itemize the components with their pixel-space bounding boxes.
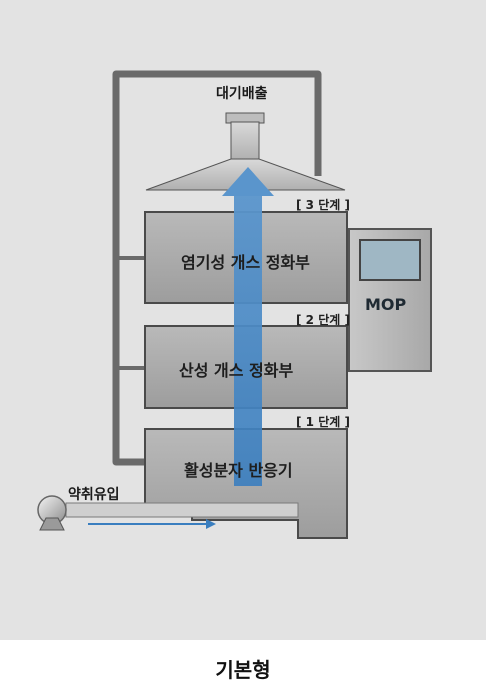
recirculation-pipe (112, 70, 322, 466)
stage3-tag: [ 3 단계 ] (296, 198, 350, 212)
exhaust-label: 대기배출 (216, 86, 268, 102)
stage1-tag: [ 1 단계 ] (296, 415, 350, 429)
pump-icon (37, 495, 67, 531)
airflow-arrow (222, 167, 274, 486)
inlet-flow-arrow (88, 519, 216, 529)
caption: 기본형 (215, 658, 271, 682)
stage1-label: 활성분자 반응기 (184, 461, 293, 480)
stage2-label: 산성 개스 정화부 (179, 361, 294, 380)
inlet-duct (65, 502, 299, 518)
process-diagram: 대기배출 [ 3 단계 ] 염기성 개스 정화부 [ 2 단계 ] 산성 개스 … (0, 0, 486, 640)
mop-label: MOP (365, 295, 407, 314)
stage2-tag: [ 2 단계 ] (296, 313, 350, 327)
stage3-label: 염기성 개스 정화부 (181, 253, 310, 272)
mop-panel (348, 228, 432, 372)
inlet-label: 약취유입 (68, 487, 120, 503)
diagram-graphics (37, 70, 432, 539)
